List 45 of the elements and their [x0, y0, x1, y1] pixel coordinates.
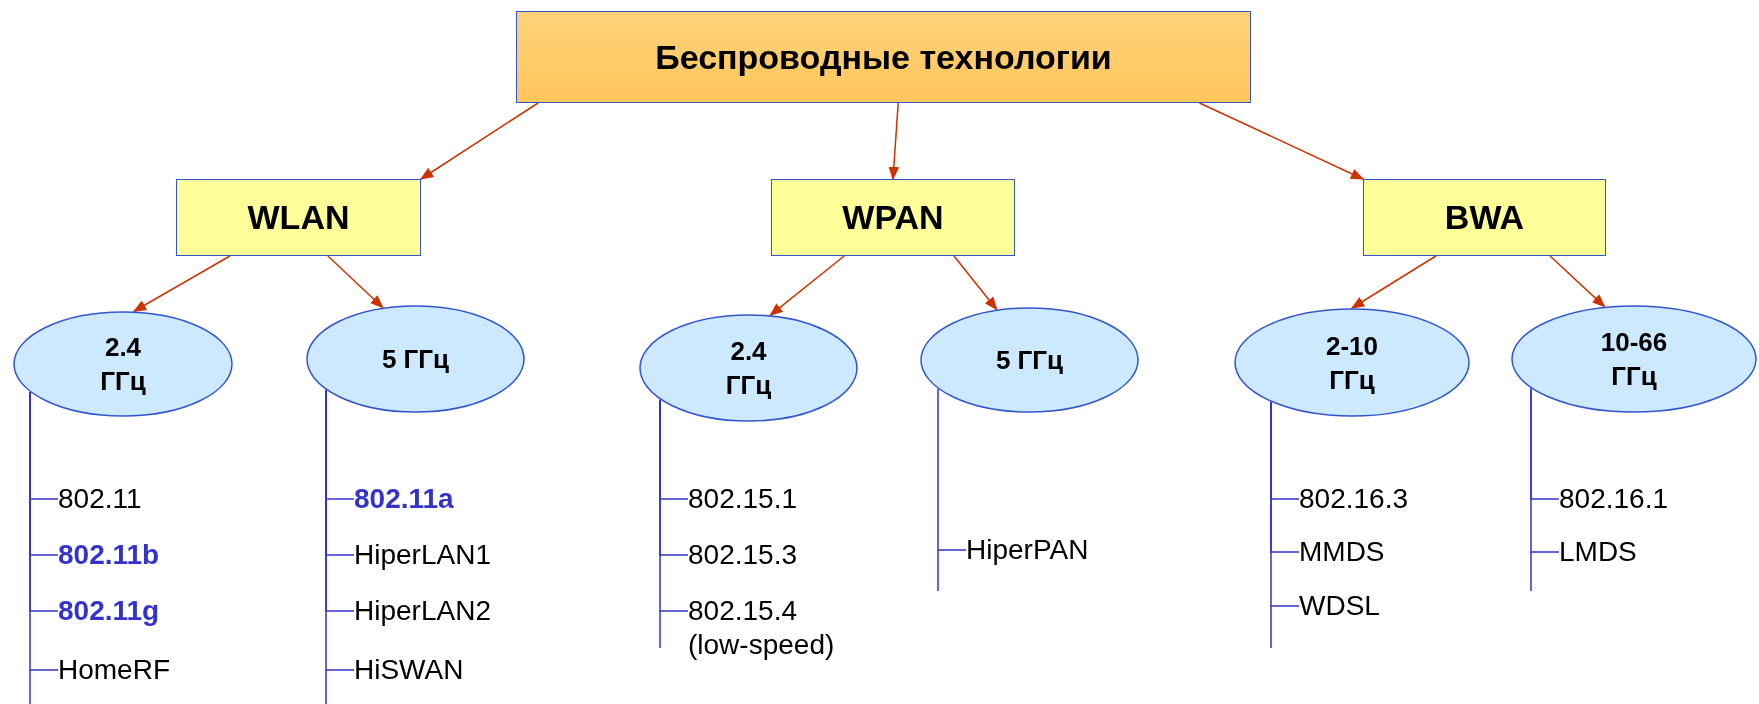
tree-line	[937, 388, 967, 551]
standard-label: WDSL	[1299, 589, 1380, 623]
title-text: Беспроводные технологии	[655, 37, 1112, 77]
standard-label: 802.11g	[58, 594, 160, 628]
title-box	[516, 11, 1251, 103]
standard-label: 802.15.1	[688, 482, 797, 516]
standard-label: MMDS	[1299, 535, 1385, 569]
standard-label: 802.11b	[58, 538, 160, 572]
frequency-label: 2-10 ГГц	[1324, 329, 1379, 397]
tree-line	[659, 399, 689, 612]
frequency-label: 2.4 ГГц	[724, 335, 773, 402]
standard-label: HiperPAN	[966, 533, 1089, 567]
standard-label: 802.16.1	[1559, 482, 1668, 516]
frequency-label: 5 ГГц	[381, 343, 450, 376]
tree-line	[1530, 387, 1560, 553]
category-box	[176, 179, 421, 256]
standard-label: 802.15.4 (low-speed)	[688, 594, 848, 662]
standard-label: 802.11	[58, 482, 142, 516]
frequency-label: 5 ГГц	[995, 344, 1064, 377]
frequency-label: 2.4 ГГц	[99, 331, 147, 398]
standard-label: HiperLAN2	[354, 594, 491, 628]
arrow	[1350, 255, 1437, 309]
arrow	[1549, 255, 1606, 308]
standard-label: LMDS	[1559, 535, 1637, 569]
standard-label: 802.15.3	[688, 538, 797, 572]
tree-line	[29, 391, 59, 671]
frequency-label: 10-66 ГГц	[1599, 326, 1669, 393]
arrow	[1198, 102, 1365, 180]
arrow	[419, 102, 539, 180]
category-label: BWA	[1444, 198, 1525, 237]
arrow	[888, 102, 900, 181]
arrow	[953, 255, 998, 311]
standard-label: HomeRF	[58, 653, 170, 687]
standard-label: HiperLAN1	[354, 538, 491, 572]
standard-label: 802.16.3	[1299, 482, 1408, 516]
arrow	[769, 255, 845, 316]
category-label: WLAN	[247, 198, 350, 237]
category-box	[1363, 179, 1606, 256]
tree-line	[1270, 401, 1300, 607]
standard-label: 802.11a	[354, 482, 454, 516]
category-box	[771, 179, 1015, 256]
category-label: WPAN	[842, 198, 944, 237]
standard-label: HiSWAN	[354, 653, 464, 687]
arrow	[132, 255, 231, 312]
arrow	[327, 255, 384, 309]
